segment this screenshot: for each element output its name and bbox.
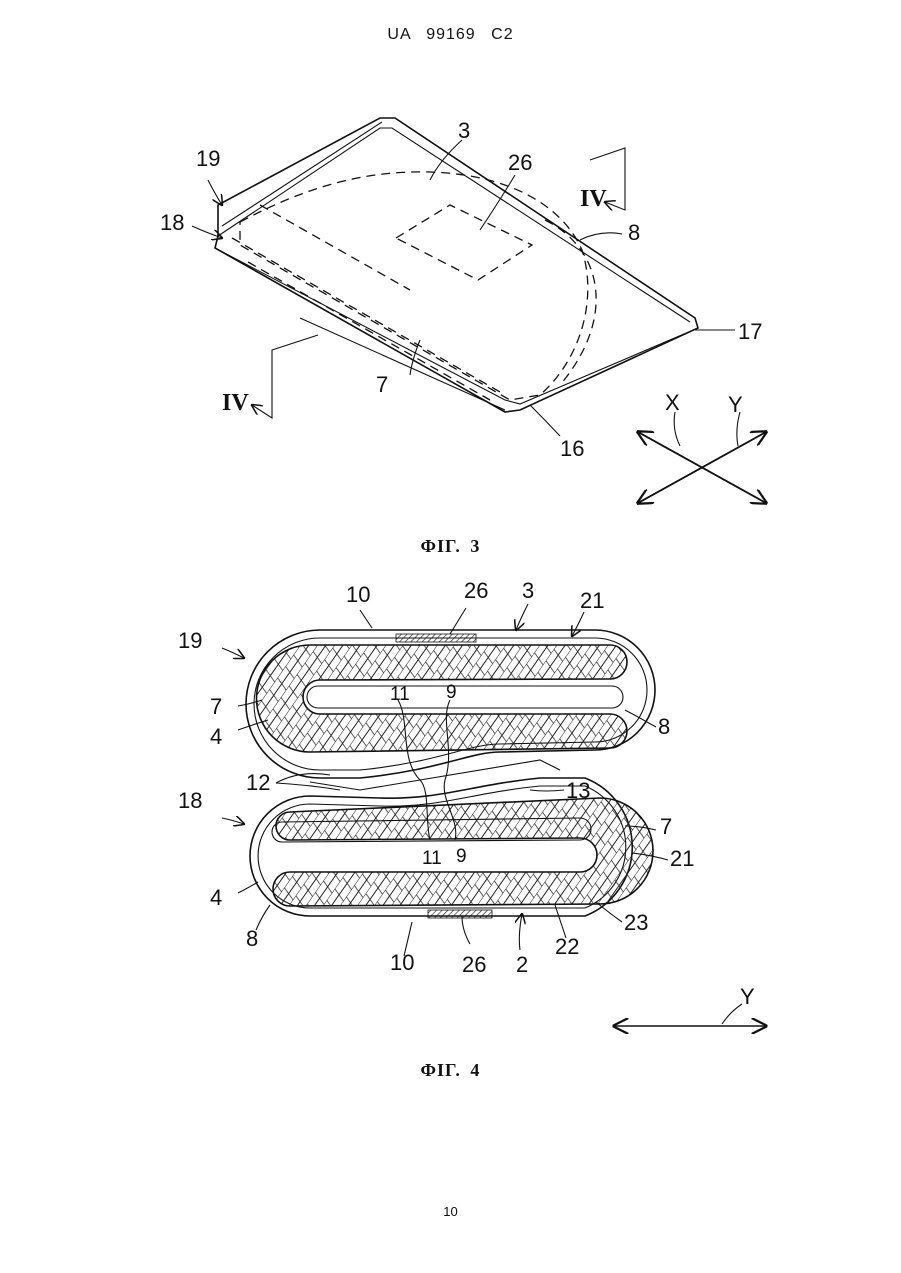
label-4-bottom: 4: [210, 885, 222, 910]
figure-3-labels: 19 18 3 26 IV 8 17 IV 7 16 X Y: [160, 118, 762, 461]
label-18: 18: [160, 210, 184, 235]
label-iv-bottom: IV: [222, 390, 249, 416]
label-19: 19: [178, 628, 202, 653]
label-9-bottom: 9: [456, 846, 467, 867]
label-26-top: 26: [464, 578, 488, 603]
figure-4-caption: ФІГ. 4: [0, 1060, 901, 1081]
label-17: 17: [738, 319, 762, 344]
label-3: 3: [458, 118, 470, 143]
label-10-bottom: 10: [390, 950, 414, 975]
figure-4-labels: 10 26 3 21 19 7 11 9 4 8 12 13 18 7 11 9…: [178, 578, 755, 1009]
label-8-top: 8: [658, 714, 670, 739]
label-26: 26: [508, 150, 532, 175]
label-9-top: 9: [446, 682, 457, 703]
label-19: 19: [196, 146, 220, 171]
figure-3-drawing: 19 18 3 26 IV 8 17 IV 7 16 X Y: [0, 0, 901, 530]
label-x: X: [665, 390, 680, 415]
label-2: 2: [516, 952, 528, 977]
label-7: 7: [376, 372, 388, 397]
label-23: 23: [624, 910, 648, 935]
xy-direction-arrows: [638, 412, 766, 503]
label-8: 8: [628, 220, 640, 245]
label-4-top: 4: [210, 724, 222, 749]
pad-18: [250, 778, 653, 918]
label-21-top: 21: [580, 588, 604, 613]
label-18: 18: [178, 788, 202, 813]
label-iv-top: IV: [580, 186, 607, 212]
page-number: 10: [0, 1204, 901, 1219]
label-8-bottom: 8: [246, 926, 258, 951]
label-y: Y: [740, 984, 755, 1009]
figure-3-caption: ФІГ. 3: [0, 536, 901, 557]
label-22: 22: [555, 934, 579, 959]
label-16: 16: [560, 436, 584, 461]
label-21-bottom: 21: [670, 846, 694, 871]
label-12: 12: [246, 770, 270, 795]
label-11-bottom: 11: [422, 848, 442, 869]
label-13: 13: [566, 778, 590, 803]
label-y: Y: [728, 392, 743, 417]
label-7-bottom: 7: [660, 814, 672, 839]
pad-19: [246, 630, 655, 778]
label-26-bottom: 26: [462, 952, 486, 977]
label-11-top: 11: [390, 684, 410, 705]
label-7-top: 7: [210, 694, 222, 719]
figure-4-drawing: 10 26 3 21 19 7 11 9 4 8 12 13 18 7 11 9…: [0, 570, 901, 1050]
label-3: 3: [522, 578, 534, 603]
label-10-top: 10: [346, 582, 370, 607]
